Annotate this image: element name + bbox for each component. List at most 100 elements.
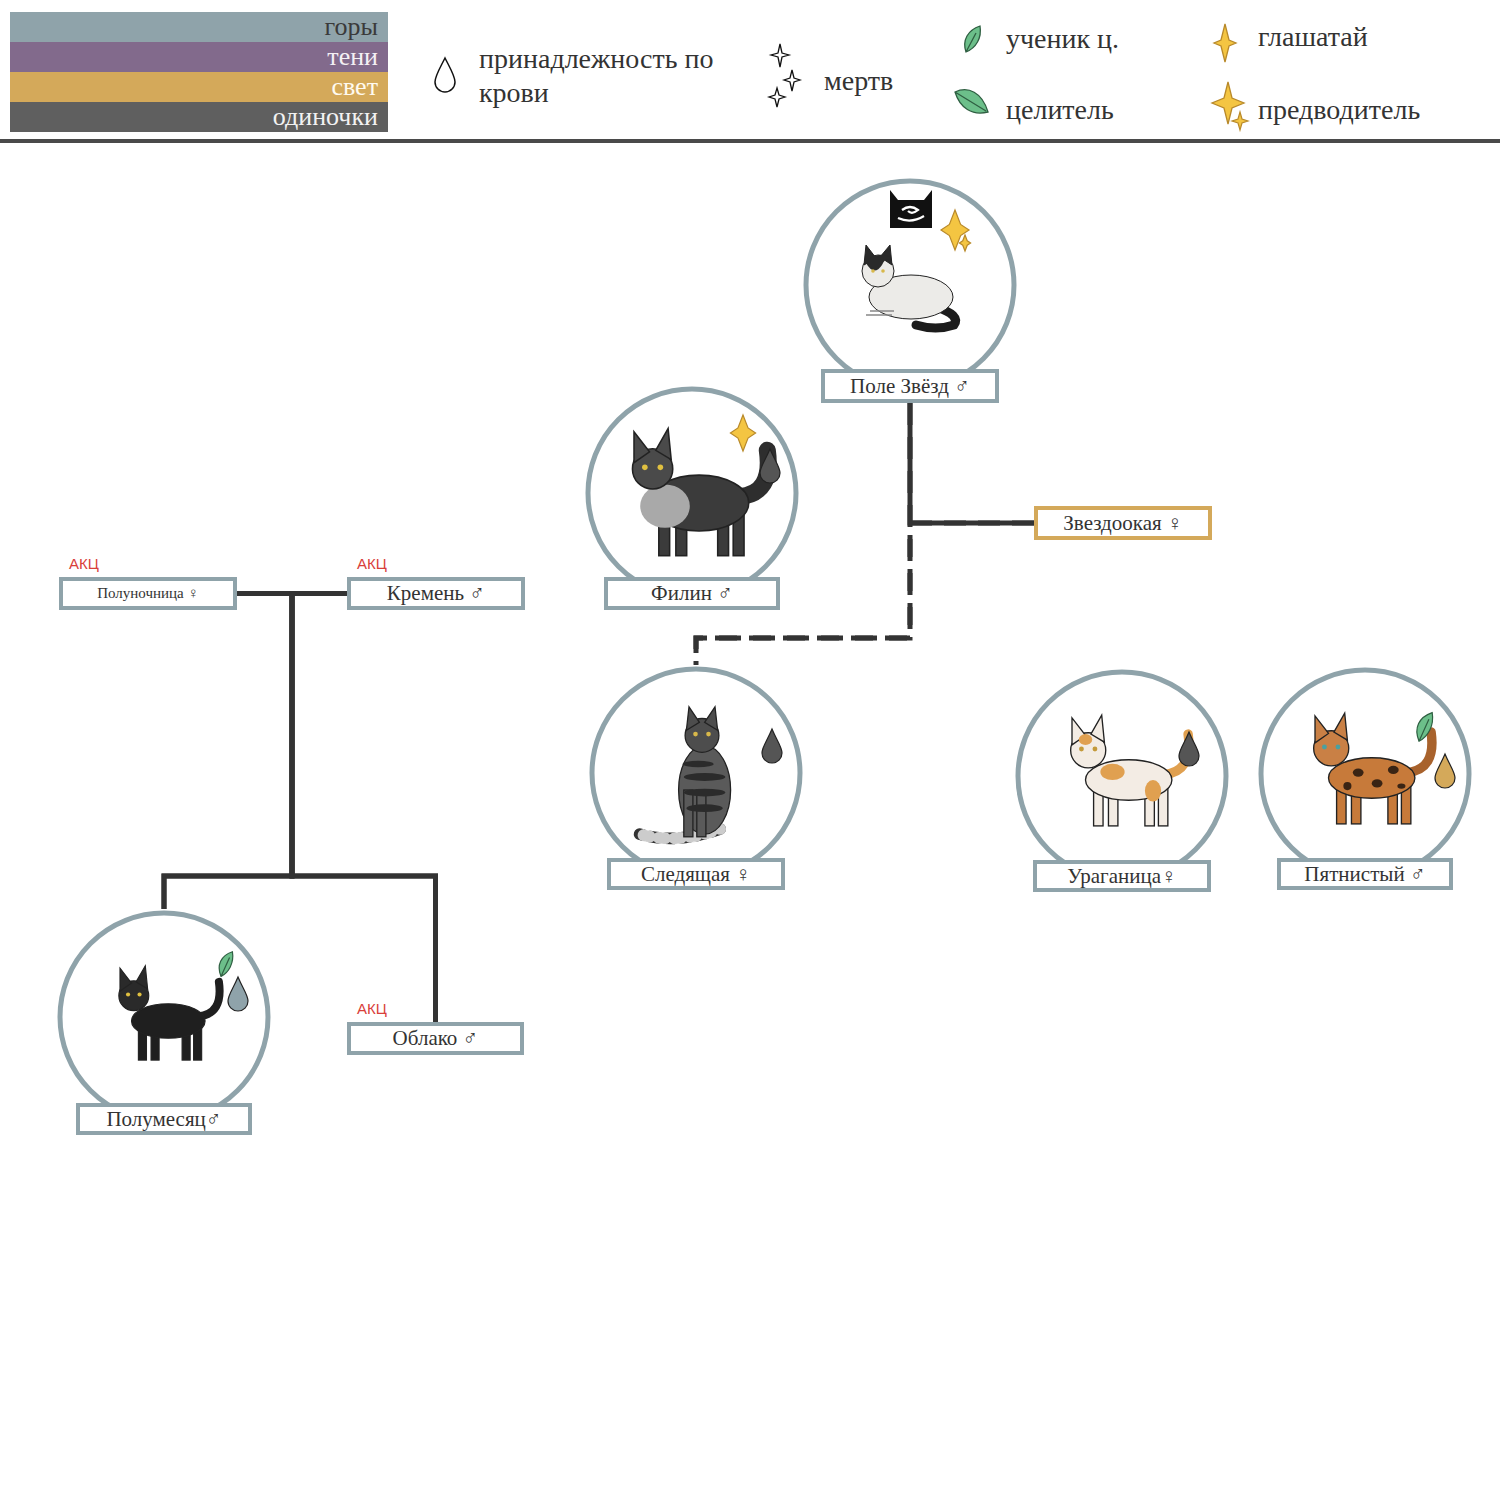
cat-paws	[866, 311, 894, 315]
cat-marking	[684, 789, 726, 797]
blood-drop-icon	[762, 729, 782, 763]
cat-marking	[1353, 769, 1364, 777]
cat-illustration	[1071, 715, 1189, 826]
name-box: АКЦОблако ♂	[347, 1022, 524, 1055]
cat-card: Поле Звёзд ♂	[802, 177, 1018, 403]
deputy-star-icon	[1214, 24, 1236, 62]
clan-emblem	[890, 190, 932, 228]
legend-label: мертв	[824, 64, 893, 98]
cat-eye	[642, 465, 648, 471]
cat-card: Пятнистый ♂	[1257, 666, 1473, 890]
blood-drop-icon	[1179, 732, 1199, 766]
portrait-ring	[806, 181, 1014, 389]
legend-swatch: свет	[10, 72, 388, 102]
healer-leaf-icon	[1417, 713, 1433, 742]
cat-illustration	[1314, 713, 1432, 824]
cat-marking	[1343, 782, 1351, 790]
cat-marking	[684, 773, 726, 781]
cat-marking	[1145, 780, 1161, 802]
status-tag: АКЦ	[357, 555, 387, 572]
cat-marking	[683, 761, 714, 768]
cat-eye	[881, 269, 885, 273]
cat-eye	[871, 269, 875, 273]
cat-ear	[120, 966, 148, 991]
divider-rule	[0, 139, 1500, 143]
cat-eye	[1336, 745, 1341, 750]
cat-name: Полумесяц♂	[106, 1107, 221, 1132]
cat-body	[132, 1004, 206, 1039]
family-line	[164, 594, 347, 910]
legend-label: тени	[327, 42, 378, 72]
cat-eye	[706, 732, 711, 737]
portrait-circle	[584, 385, 800, 601]
status-tag: АКЦ	[69, 555, 99, 572]
healer-leaf-icon	[219, 952, 233, 977]
cat-body	[1329, 758, 1415, 799]
portrait-circle	[1014, 668, 1230, 884]
name-box: Пятнистый ♂	[1277, 858, 1453, 890]
family-line	[237, 594, 436, 1023]
family-line	[164, 594, 292, 910]
status-tag: АКЦ	[357, 1000, 387, 1017]
dead-star-icon	[771, 44, 789, 67]
portrait-ring	[592, 669, 800, 877]
legend-label: свет	[331, 72, 378, 102]
portrait-circle	[1257, 666, 1473, 882]
cat-eye	[126, 992, 130, 996]
portrait-ring	[1261, 670, 1469, 878]
cat-eye	[1093, 747, 1098, 752]
name-box: АКЦПолуночница ♀	[59, 577, 237, 610]
cat-marking	[1079, 734, 1093, 745]
family-line	[910, 403, 1034, 523]
cat-chest	[640, 484, 690, 527]
apprentice-leaf-icon	[965, 26, 981, 52]
cat-marking	[1372, 779, 1383, 787]
portrait-ring	[60, 913, 268, 1121]
dead-star-icon	[784, 70, 800, 91]
name-box: Филин ♂	[604, 577, 780, 610]
cat-ear	[1315, 713, 1347, 743]
cat-illustration	[119, 966, 220, 1060]
cat-name: Поле Звёзд ♂	[850, 374, 970, 399]
name-box: Ураганица♀	[1033, 860, 1211, 892]
blood-drop-icon	[760, 449, 780, 483]
cat-card: Ураганица♀	[1014, 668, 1230, 892]
legend-swatch: одиночки	[10, 102, 388, 132]
legend-label: целитель	[1006, 93, 1114, 127]
cat-card: Филин ♂	[584, 385, 800, 609]
blood-drop-icon	[435, 58, 455, 92]
healer-leaf-icon	[955, 90, 988, 113]
cat-ear	[1072, 715, 1104, 745]
cat-leg	[684, 790, 693, 837]
legend-label: одиночки	[273, 102, 378, 132]
cat-name: Филин ♂	[651, 581, 733, 606]
cat-marking	[1388, 766, 1399, 774]
cat-ear	[686, 707, 717, 730]
family-line	[292, 594, 436, 1023]
clan-emblem-swirl	[898, 207, 924, 221]
cat-name: Звездоокая ♀	[1063, 511, 1182, 536]
cat-name: Полуночница ♀	[97, 585, 199, 602]
cat-marking	[686, 804, 722, 812]
cat-card: Полумесяц♂	[56, 909, 272, 1135]
cat-patch	[866, 255, 892, 271]
cat-card: Следящая ♀	[588, 665, 804, 890]
cat-marking	[1100, 764, 1124, 780]
name-box: АКЦКремень ♂	[347, 577, 525, 610]
blood-drop-icon	[1435, 754, 1455, 788]
leader-star-icon	[1232, 112, 1248, 130]
cat-eye	[137, 992, 141, 996]
portrait-circle	[588, 665, 804, 881]
dead-star-icon	[769, 88, 785, 107]
cat-name: Пятнистый ♂	[1304, 862, 1425, 887]
cat-eye	[1079, 747, 1084, 752]
cat-eye	[1322, 745, 1327, 750]
name-box: Звездоокая ♀	[1034, 506, 1212, 540]
cat-illustration	[862, 245, 956, 328]
cat-name: Ураганица♀	[1067, 864, 1177, 889]
portrait-circle	[56, 909, 272, 1125]
cat-leg	[697, 790, 706, 837]
portrait-ring	[588, 389, 796, 597]
leader-star-icon	[959, 235, 970, 251]
